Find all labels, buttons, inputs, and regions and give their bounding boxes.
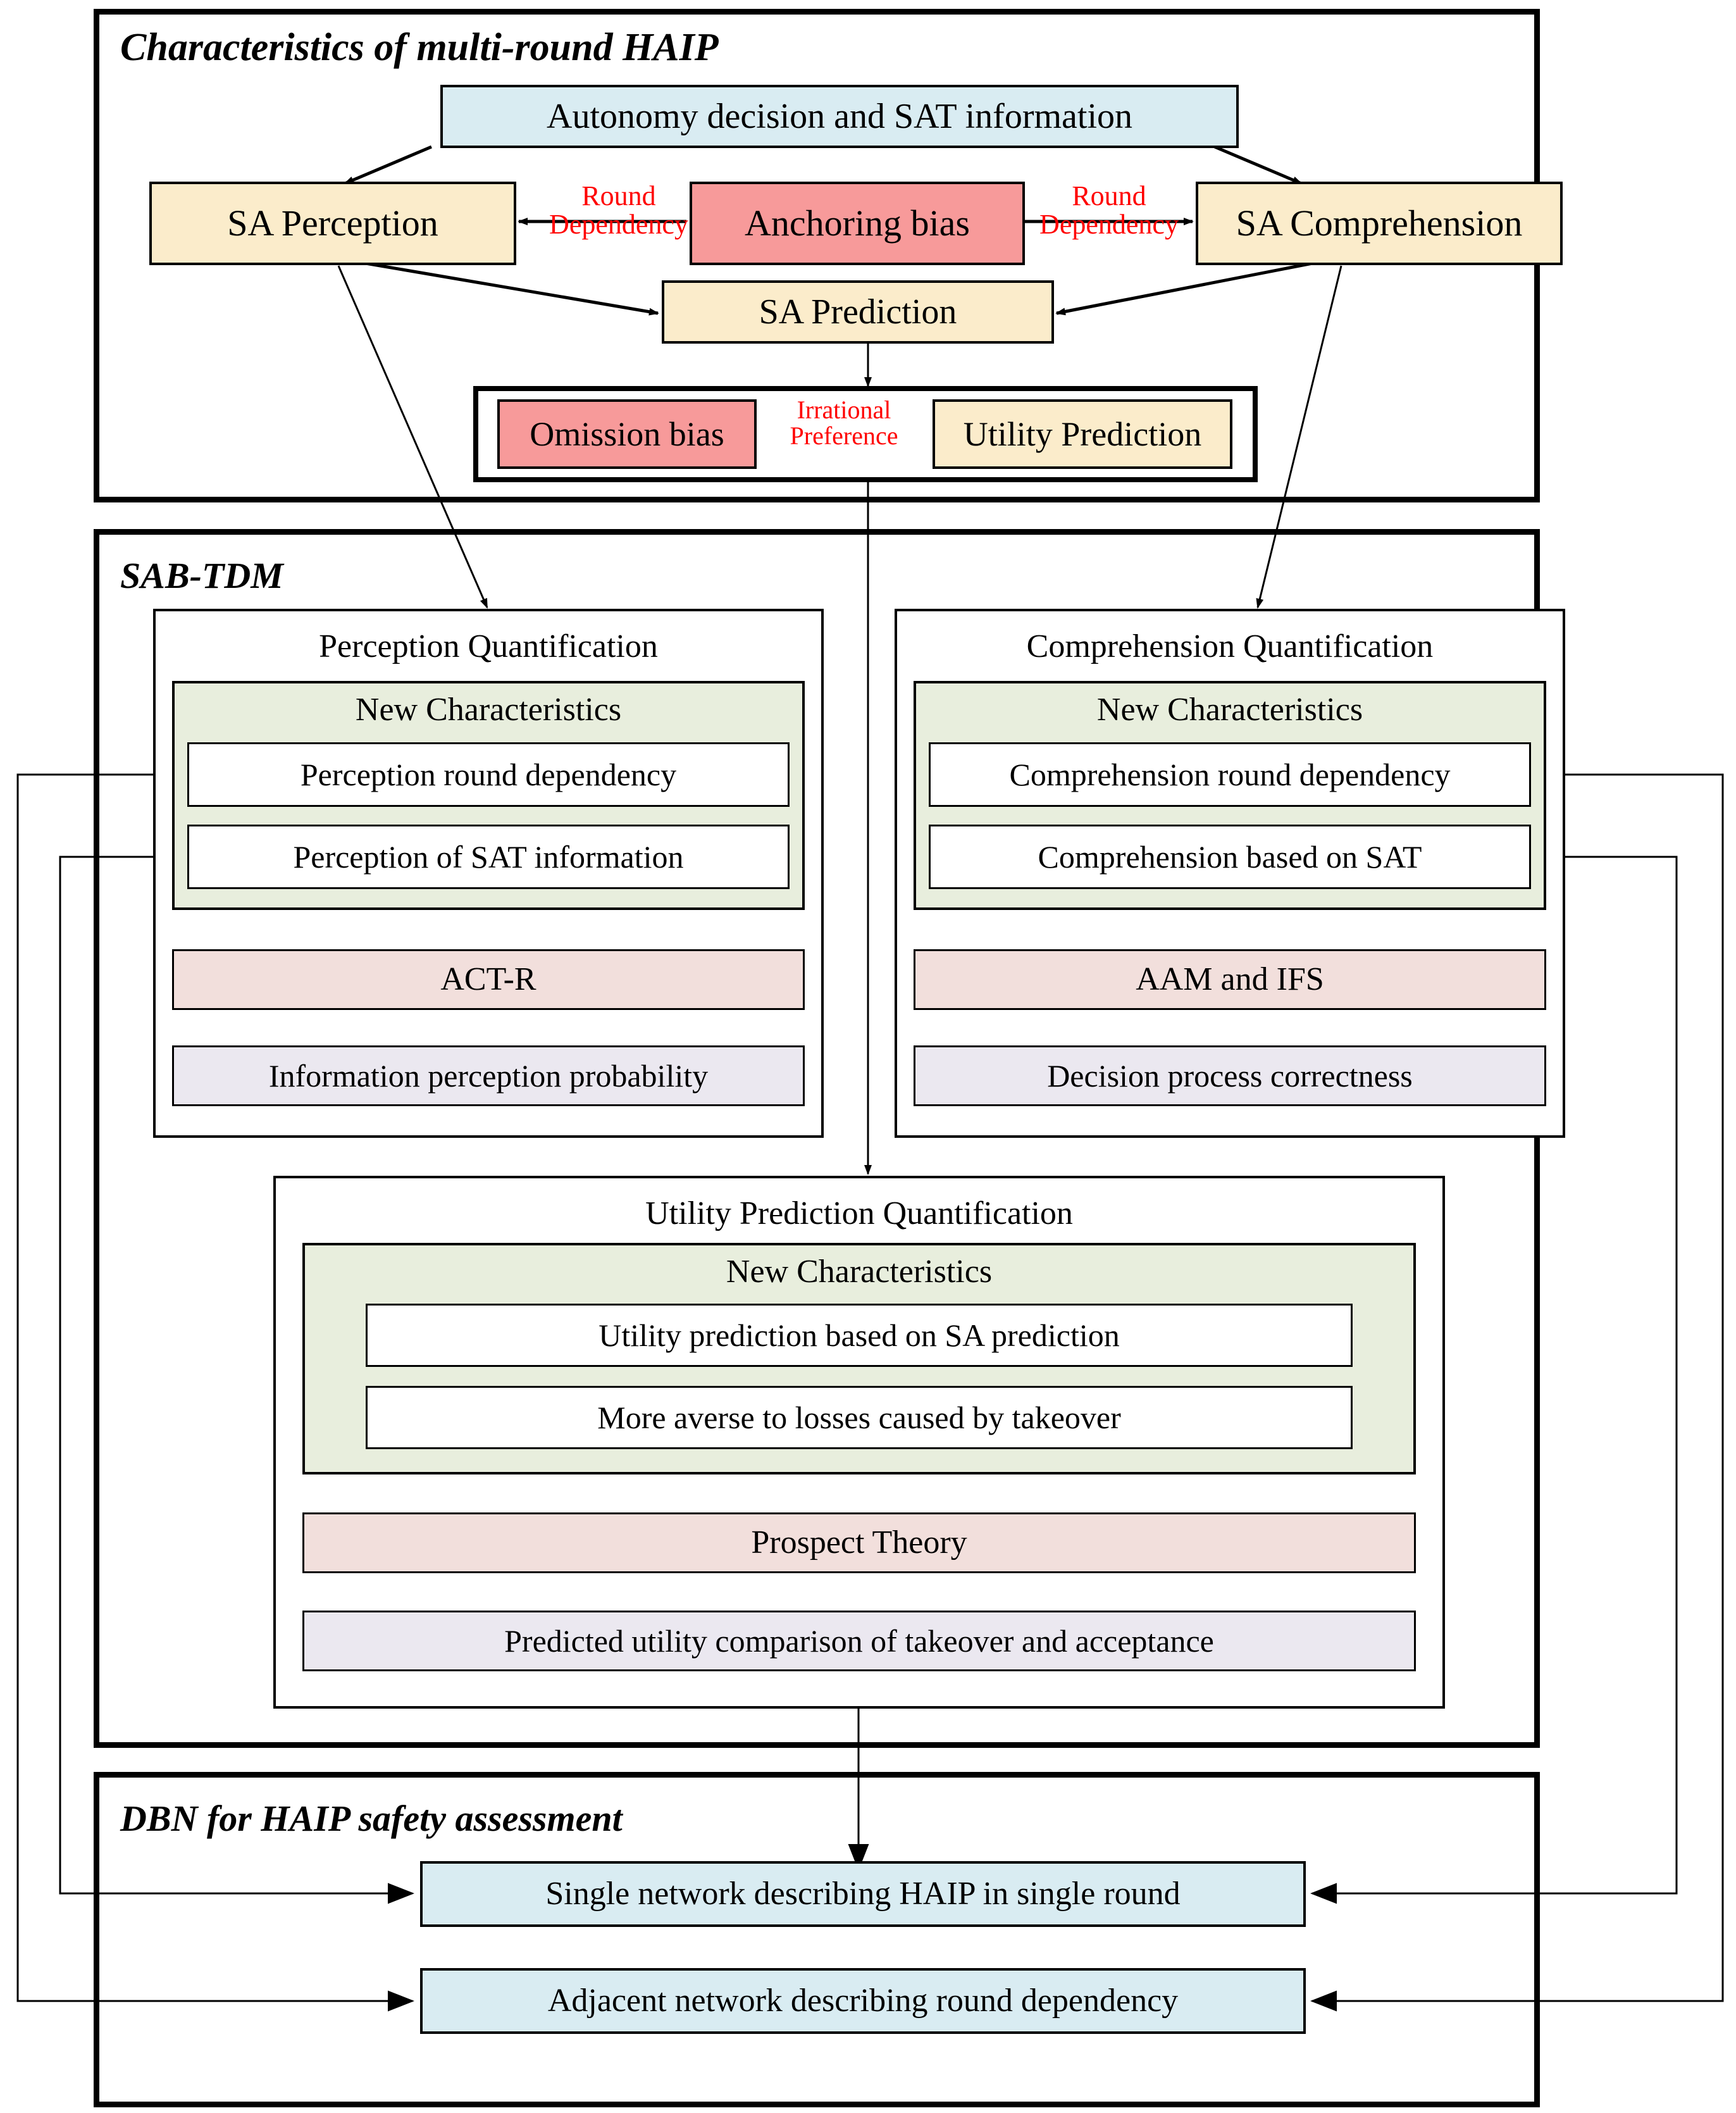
comprehension-characteristic-1: Comprehension round dependency — [929, 742, 1531, 807]
panel-dbn-title: DBN for HAIP safety assessment — [120, 1798, 623, 1839]
panel-characteristics-title: Characteristics of multi-round HAIP — [120, 26, 719, 69]
perception-output: Information perception probability — [172, 1045, 805, 1106]
node-single-network: Single network describing HAIP in single… — [420, 1861, 1306, 1927]
comprehension-characteristic-2: Comprehension based on SAT — [929, 825, 1531, 889]
perception-quantification-title: Perception Quantification — [319, 628, 658, 664]
utility-new-characteristics-label: New Characteristics — [726, 1254, 993, 1290]
edge-label-irrational-preference: Irrational Preference — [790, 396, 898, 450]
node-omission-bias: Omission bias — [497, 399, 757, 469]
perception-characteristic-2: Perception of SAT information — [187, 825, 790, 889]
utility-output: Predicted utility comparison of takeover… — [302, 1611, 1416, 1671]
panel-sab-tdm — [94, 529, 1540, 1748]
comprehension-new-characteristics-label: New Characteristics — [1096, 692, 1363, 728]
panel-dbn — [94, 1772, 1540, 2107]
node-sa-perception: SA Perception — [149, 182, 516, 265]
edge-label-round-dependency-left: Round Dependency — [549, 180, 688, 240]
perception-method-act-r: ACT-R — [172, 949, 805, 1010]
utility-quantification-title: Utility Prediction Quantification — [645, 1195, 1073, 1231]
node-utility-prediction: Utility Prediction — [933, 399, 1232, 469]
perception-characteristic-1: Perception round dependency — [187, 742, 790, 807]
comprehension-method-aam-ifs: AAM and IFS — [914, 949, 1546, 1010]
utility-method-prospect-theory: Prospect Theory — [302, 1512, 1416, 1573]
node-autonomy-decision: Autonomy decision and SAT information — [440, 85, 1239, 148]
edge-label-round-dependency-right: Round Dependency — [1039, 180, 1179, 240]
node-adjacent-network: Adjacent network describing round depend… — [420, 1968, 1306, 2034]
comprehension-output: Decision process correctness — [914, 1045, 1546, 1106]
panel-sab-tdm-title: SAB-TDM — [120, 555, 283, 596]
utility-characteristic-1: Utility prediction based on SA predictio… — [366, 1304, 1353, 1367]
node-anchoring-bias: Anchoring bias — [690, 182, 1025, 265]
comprehension-quantification-title: Comprehension Quantification — [1026, 628, 1434, 664]
node-sa-prediction: SA Prediction — [662, 280, 1054, 344]
perception-new-characteristics-label: New Characteristics — [355, 692, 622, 728]
node-sa-comprehension: SA Comprehension — [1196, 182, 1563, 265]
utility-characteristic-2: More averse to losses caused by takeover — [366, 1386, 1353, 1449]
